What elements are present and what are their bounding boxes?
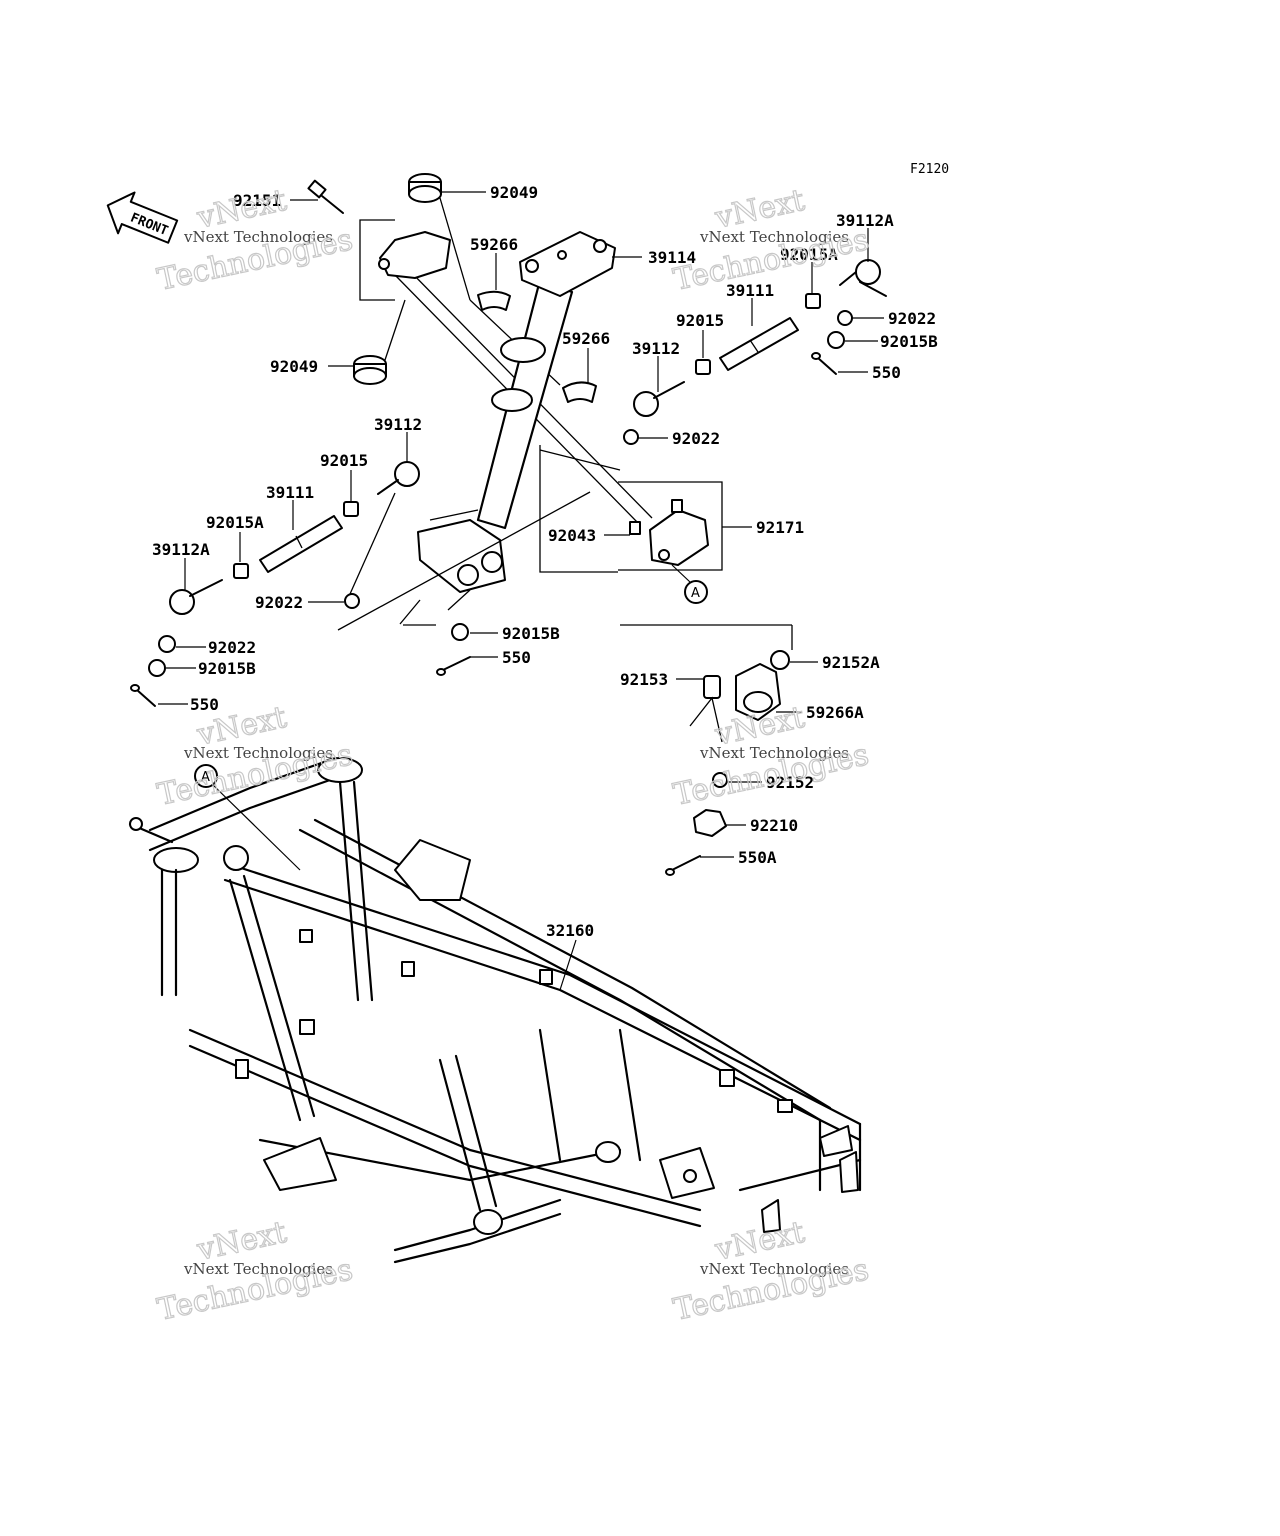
label-92043: 92043 <box>548 526 596 545</box>
label-92049-lower: 92049 <box>270 357 318 376</box>
bushing-half-59266-lower <box>562 381 597 403</box>
label-550-left: 550 <box>190 695 219 714</box>
label-92022-right-b: 92022 <box>672 429 720 448</box>
label-59266a: 59266A <box>806 703 864 722</box>
label-92015a-left: 92015A <box>206 513 264 532</box>
svg-text:vNext Technologies: vNext Technologies <box>183 1260 333 1278</box>
callout-marker-a-upper: A <box>671 564 708 604</box>
front-arrow-icon: FRONT <box>106 191 179 244</box>
label-39114: 39114 <box>648 248 696 267</box>
label-39112a-left: 39112A <box>152 540 210 559</box>
watermark-bottom-left: vNext vNext Technologies Technologies <box>154 1214 357 1328</box>
label-92022-right-a: 92022 <box>888 309 936 328</box>
label-59266-upper: 59266 <box>470 235 518 254</box>
bushing-92049-top <box>408 173 442 203</box>
label-32160: 32160 <box>546 921 594 940</box>
label-39112-left: 39112 <box>374 415 422 434</box>
svg-text:A: A <box>691 586 700 601</box>
label-39111-left: 39111 <box>266 483 314 502</box>
label-92015a-right: 92015A <box>780 245 838 264</box>
watermark-mid-left: vNext vNext Technologies Technologies <box>154 699 357 813</box>
label-92049-top: 92049 <box>490 183 538 202</box>
label-92015-left: 92015 <box>320 451 368 470</box>
label-550a: 550A <box>738 848 777 867</box>
label-92015b-left: 92015B <box>198 659 256 678</box>
label-550-center: 550 <box>502 648 531 667</box>
callout-marker-a-lower: A <box>194 764 218 788</box>
label-39111-right: 39111 <box>726 281 774 300</box>
label-92152a: 92152A <box>822 653 880 672</box>
label-92015b-center: 92015B <box>502 624 560 643</box>
leader-lines <box>158 191 884 991</box>
label-92015-right: 92015 <box>676 311 724 330</box>
label-92210: 92210 <box>750 816 798 835</box>
svg-text:A: A <box>201 770 210 785</box>
label-39112a-right: 39112A <box>836 211 894 230</box>
label-59266-lower: 59266 <box>562 329 610 348</box>
part-labels: 92151 92049 92049 59266 39114 59266 9201… <box>152 183 938 940</box>
label-92152: 92152 <box>766 773 814 792</box>
bolt-92151 <box>307 179 344 214</box>
label-92151: 92151 <box>233 191 281 210</box>
label-92022-left-b: 92022 <box>208 638 256 657</box>
bushing-92049-lower <box>353 355 387 385</box>
mount-assembly <box>665 650 790 876</box>
label-92171: 92171 <box>756 518 804 537</box>
svg-text:vNext Technologies: vNext Technologies <box>699 744 849 762</box>
bushing-half-59266-upper <box>477 290 511 311</box>
label-92015b-right: 92015B <box>880 332 938 351</box>
label-92022-left-a: 92022 <box>255 593 303 612</box>
svg-text:vNext Technologies: vNext Technologies <box>183 744 333 762</box>
svg-text:vNext Technologies: vNext Technologies <box>699 228 849 246</box>
svg-text:vNext Technologies: vNext Technologies <box>183 228 333 246</box>
svg-text:vNext Technologies: vNext Technologies <box>699 1260 849 1278</box>
watermark-bottom-right: vNext vNext Technologies Technologies <box>670 1214 873 1328</box>
label-550-right: 550 <box>872 363 901 382</box>
label-92153: 92153 <box>620 670 668 689</box>
diagram-code: F2120 <box>910 162 949 177</box>
label-39112-right: 39112 <box>632 339 680 358</box>
tie-rod-right <box>623 259 887 445</box>
